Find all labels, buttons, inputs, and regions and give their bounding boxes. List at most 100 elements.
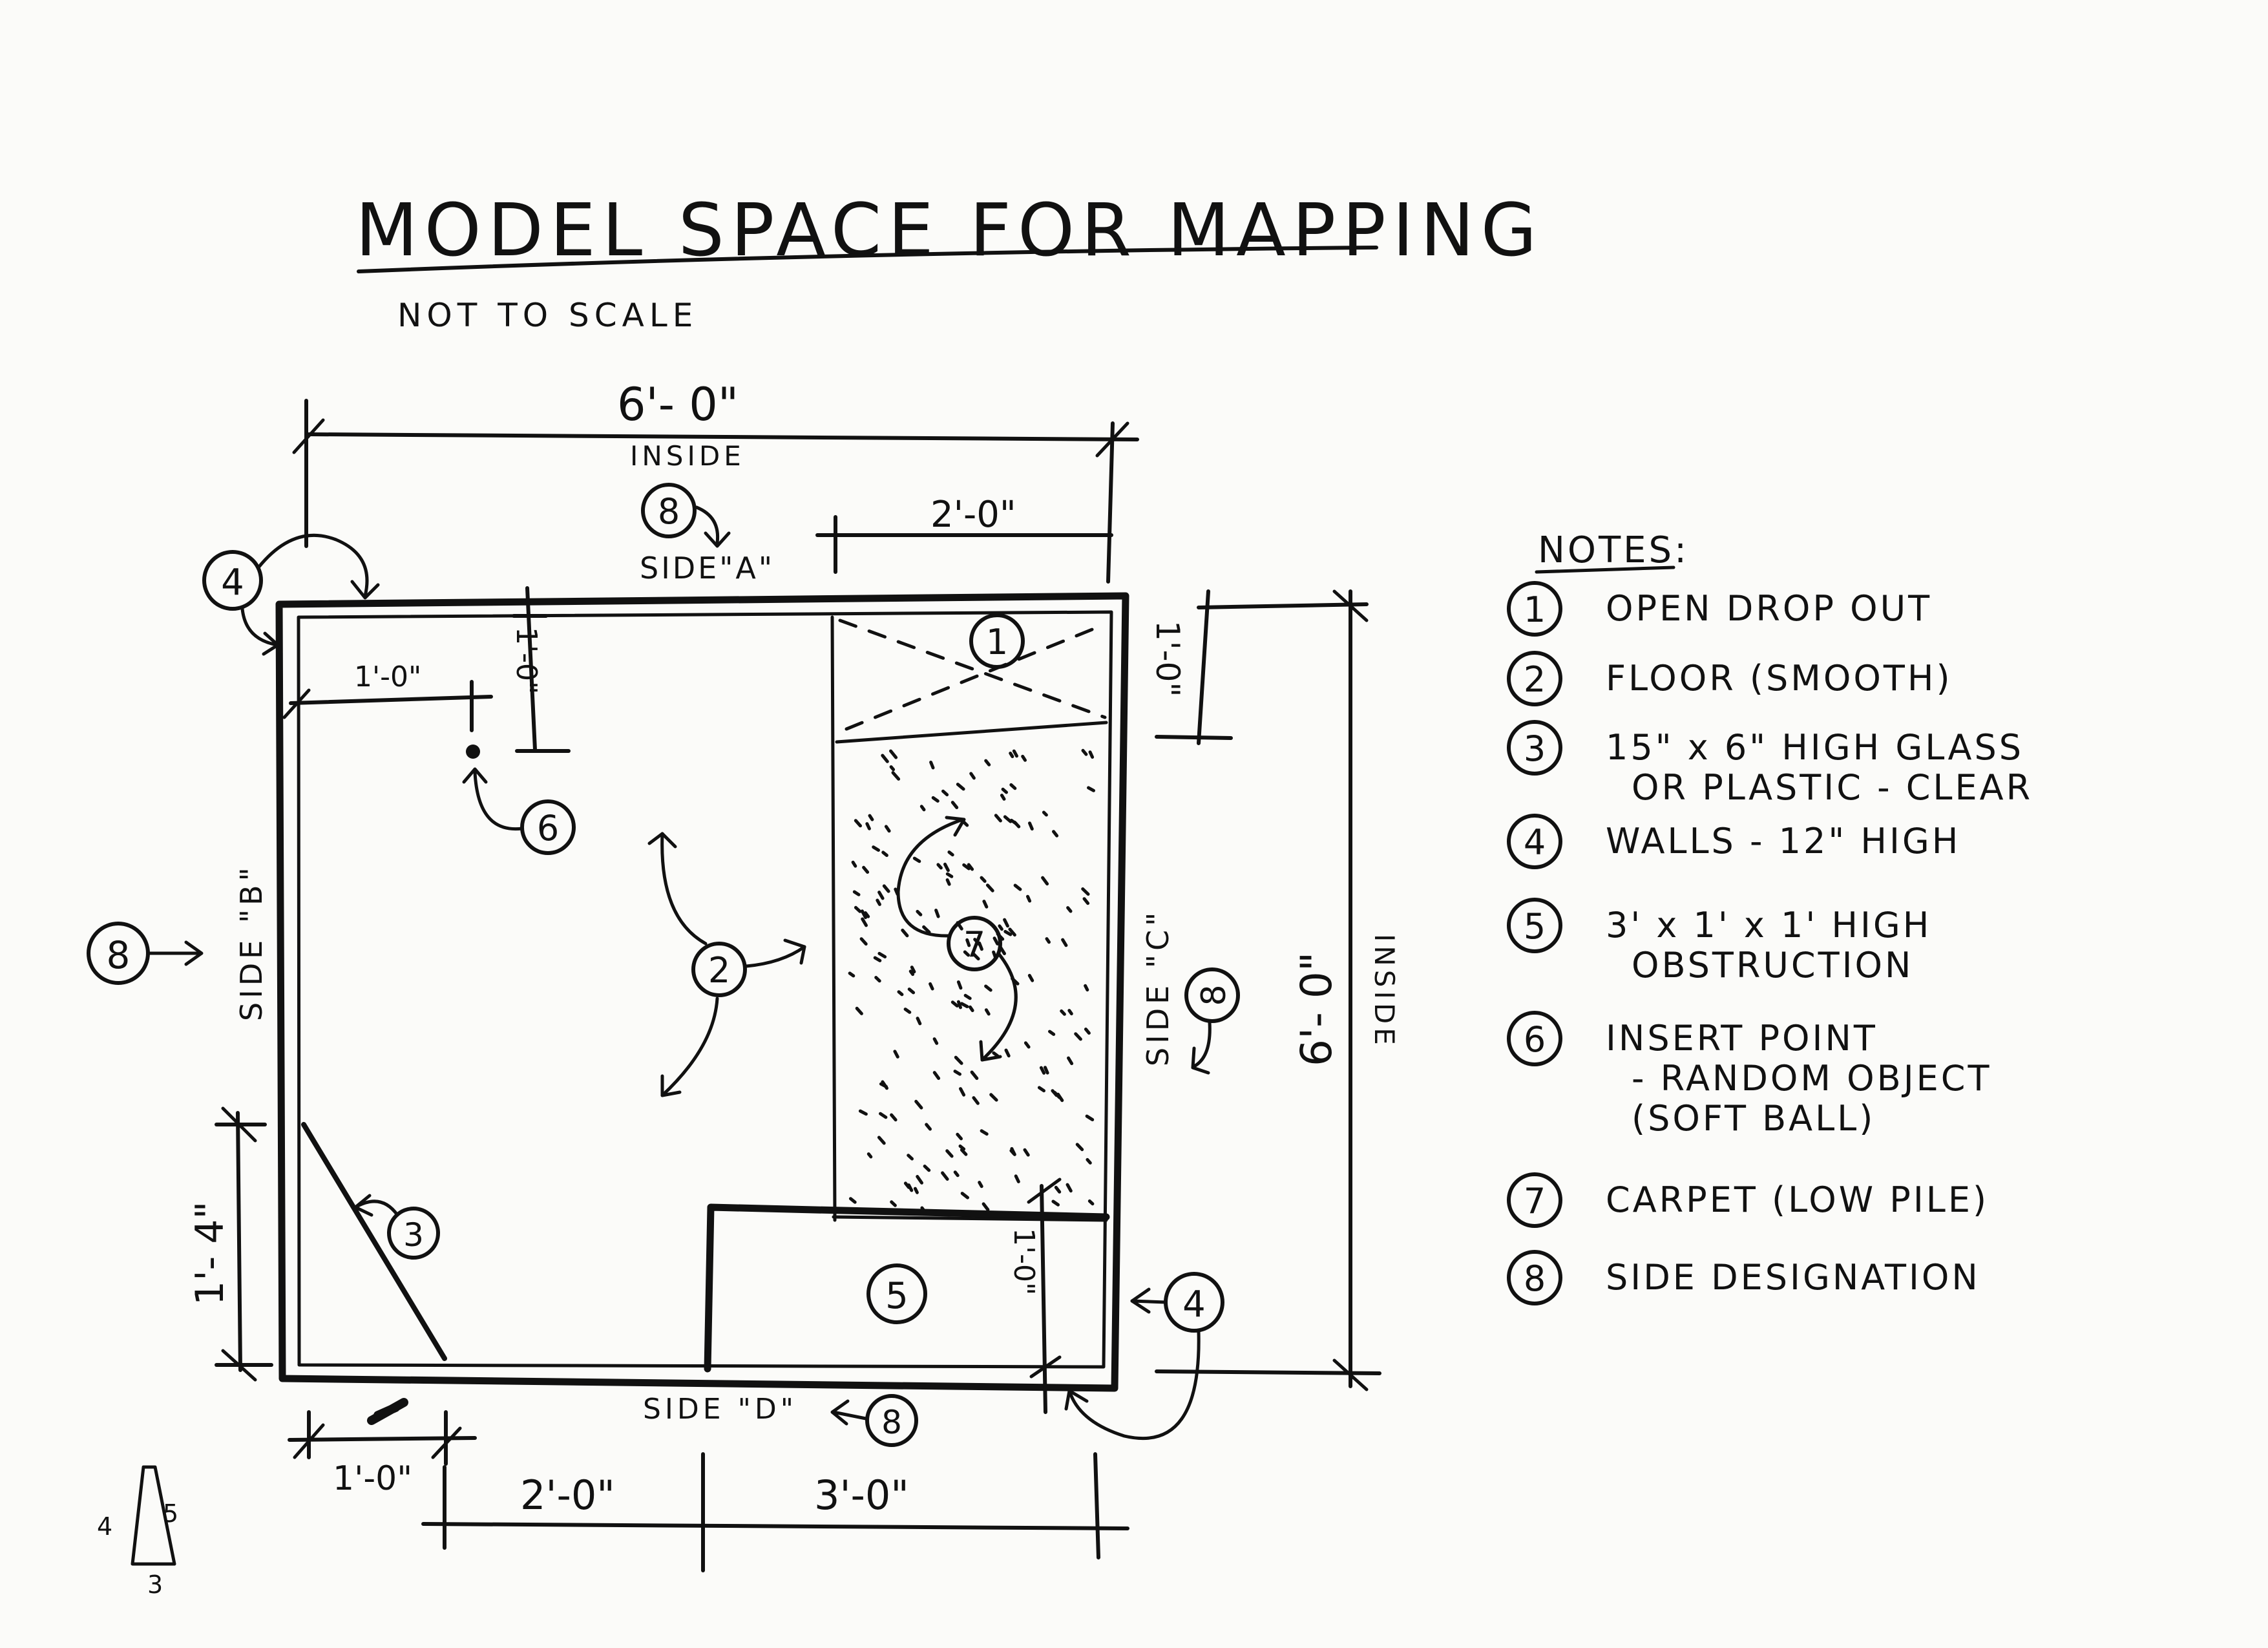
dim-right-inside: INSIDE <box>1369 934 1400 1049</box>
carpet-speck <box>972 1096 980 1105</box>
carpet-speck <box>907 1154 914 1161</box>
carpet-speck <box>945 872 954 878</box>
sketch-bottom-label: 3 <box>147 1570 163 1599</box>
note-number: 4 <box>1524 822 1546 863</box>
dim-top-dropout: 2'-0" <box>930 494 1016 536</box>
note-number: 5 <box>1524 906 1546 947</box>
carpet-speck <box>1003 918 1009 928</box>
carpet-speck <box>1045 937 1051 944</box>
note-text-line: 15" x 6" HIGH GLASS <box>1606 727 2024 768</box>
carpet-speck <box>1067 1056 1074 1066</box>
carpet-speck <box>1081 887 1090 896</box>
plan-callouts: 1 2 3 4 4 5 6 <box>87 483 1240 1447</box>
side-c-label: SIDE "C" <box>1140 909 1175 1066</box>
carpet-speck <box>881 850 888 857</box>
carpet-speck <box>978 1181 983 1188</box>
carpet-speck <box>936 863 943 870</box>
note-text-line: CARPET (LOW PILE) <box>1606 1179 1989 1220</box>
carpet-speck <box>901 928 909 938</box>
carpet-speck <box>881 754 889 763</box>
carpet-speck <box>1000 794 1006 801</box>
carpet-speck <box>848 971 856 978</box>
note-number-circle <box>1507 651 1562 706</box>
page-title: MODEL SPACE FOR MAPPING <box>355 189 1543 273</box>
dim-right-dropout: 1'-0" <box>1149 620 1186 697</box>
carpet-speck <box>877 1136 886 1145</box>
carpet-speck <box>982 1202 990 1212</box>
carpet-speck <box>1001 787 1008 794</box>
carpet-speck <box>1066 906 1073 913</box>
carpet-speck <box>992 936 1000 945</box>
carpet-speck <box>855 1006 863 1015</box>
carpet-speck <box>960 1148 968 1156</box>
callout-walls-top: 4 <box>221 562 244 604</box>
room-walls <box>275 592 1129 1392</box>
carpet-speck <box>956 1000 962 1009</box>
carpet-speck <box>1023 1148 1030 1157</box>
carpet-speck <box>1052 830 1059 838</box>
dim-bottom-glass: 1'-0" <box>333 1459 412 1498</box>
carpet-speck <box>1060 1009 1066 1016</box>
carpet-speck <box>960 1002 969 1008</box>
page-subtitle: NOT TO SCALE <box>397 297 698 334</box>
carpet-speck <box>1009 752 1014 759</box>
carpet-speck <box>1042 810 1048 817</box>
carpet-speck <box>1026 894 1032 903</box>
callout-dropout: 1 <box>986 622 1008 662</box>
side-a-label: SIDE"A" <box>640 551 775 586</box>
carpet-speck <box>931 796 940 803</box>
carpet-speck <box>929 761 935 770</box>
carpet-speck <box>854 819 862 828</box>
callout-insert-point: 6 <box>537 808 559 849</box>
carpet-speck <box>1014 1174 1020 1183</box>
carpet-speck <box>879 1112 888 1119</box>
carpet-speck <box>860 909 867 920</box>
carpet-speck <box>998 924 1003 931</box>
carpet-speck <box>1027 973 1034 982</box>
carpet-speck <box>919 805 926 812</box>
carpet-speck <box>916 1175 923 1185</box>
carpet-speck <box>903 1181 910 1189</box>
carpet-speck <box>1012 749 1018 758</box>
carpet-speck <box>932 1071 941 1080</box>
note-number: 2 <box>1524 659 1546 700</box>
carpet-speck <box>1013 883 1022 891</box>
callout-carpet: 7 <box>963 924 985 965</box>
carpet-speck <box>963 993 972 1000</box>
callout-side-c: 8 <box>1195 984 1234 1006</box>
carpet-speck <box>1084 1028 1091 1035</box>
dim-right-overall: 6'- 0" <box>1292 952 1341 1066</box>
carpet-speck <box>854 905 862 913</box>
carpet-speck <box>916 909 923 916</box>
carpet-speck <box>1048 1030 1056 1036</box>
carpet-speck <box>941 789 949 797</box>
carpet-speck <box>950 1000 959 1008</box>
carpet-speck <box>967 863 974 871</box>
side-d-label: SIDE "D" <box>643 1393 797 1426</box>
callout-glass: 3 <box>403 1216 424 1254</box>
callout-side-b: 8 <box>107 933 131 977</box>
dim-top-overall: 6'- 0" <box>617 378 739 431</box>
carpet-speck <box>985 883 994 893</box>
note-text-line: 3' x 1' x 1' HIGH <box>1606 905 1931 945</box>
carpet-speck <box>1037 1086 1045 1093</box>
note-number: 7 <box>1524 1181 1546 1221</box>
note-item: 7 CARPET (LOW PILE) <box>1507 1172 1989 1228</box>
note-number-circle <box>1507 720 1562 776</box>
carpet-speck <box>1003 815 1013 823</box>
note-number: 8 <box>1524 1258 1546 1299</box>
carpet-speck <box>889 749 898 759</box>
carpet-speck <box>959 1087 966 1097</box>
obstruction-box <box>704 1203 1110 1373</box>
carpet-speck <box>984 1008 991 1016</box>
carpet-speck <box>1039 1066 1046 1075</box>
carpet-speck <box>848 1197 857 1204</box>
carpet-speck <box>971 951 980 961</box>
carpet-speck <box>891 771 901 781</box>
note-text-line: OPEN DROP OUT <box>1606 588 1932 629</box>
note-number-circle <box>1507 1011 1562 1066</box>
carpet-speck <box>907 988 916 995</box>
